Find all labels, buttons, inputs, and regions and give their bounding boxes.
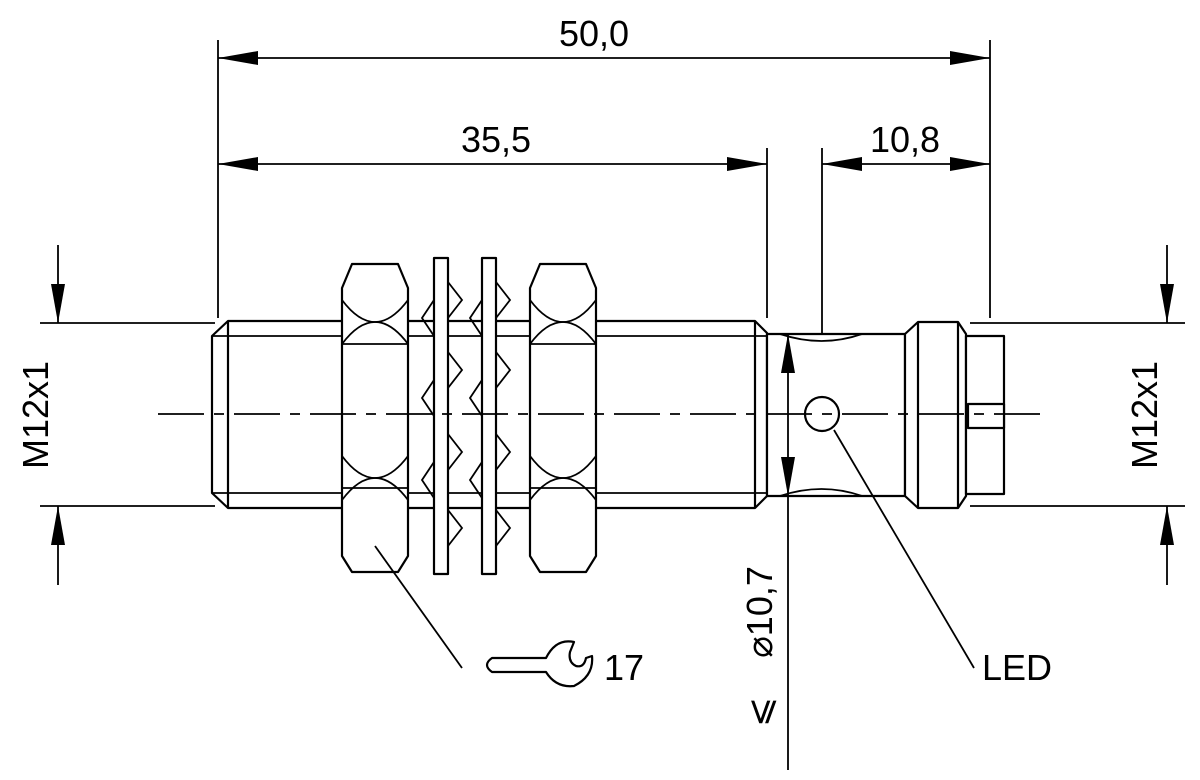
thread-length-label: 35,5 <box>461 119 531 160</box>
nut-left <box>340 262 410 574</box>
sensor-body <box>210 256 1006 576</box>
neck-diameter-prefix: ⩽ <box>739 697 780 727</box>
lock-washer-right <box>468 256 512 576</box>
thread-left-label: M12x1 <box>15 361 56 469</box>
thread-right-label: M12x1 <box>1124 361 1165 469</box>
connector <box>903 320 968 510</box>
dimension-neck-diameter: ⌀10,7 ⩽ <box>739 334 795 770</box>
wrench-icon <box>485 640 594 688</box>
wrench-callout: 17 <box>374 545 644 688</box>
connector-length-label: 10,8 <box>870 119 940 160</box>
dimension-overall-length: 50,0 <box>218 13 990 65</box>
dimension-thread-right: M12x1 <box>1124 245 1174 585</box>
lock-washer-left <box>420 256 464 576</box>
nut-right <box>528 262 598 574</box>
led-callout: LED <box>833 429 1052 688</box>
led-label: LED <box>982 647 1052 688</box>
neck-diameter-label: ⌀10,7 <box>739 566 780 658</box>
dimension-thread-left: M12x1 <box>15 245 65 585</box>
wrench-size-label: 17 <box>604 647 644 688</box>
overall-length-label: 50,0 <box>559 13 629 54</box>
dimension-connector-length: 10,8 <box>822 119 990 171</box>
extension-lines <box>40 40 1185 507</box>
dimension-thread-length: 35,5 <box>218 119 767 171</box>
